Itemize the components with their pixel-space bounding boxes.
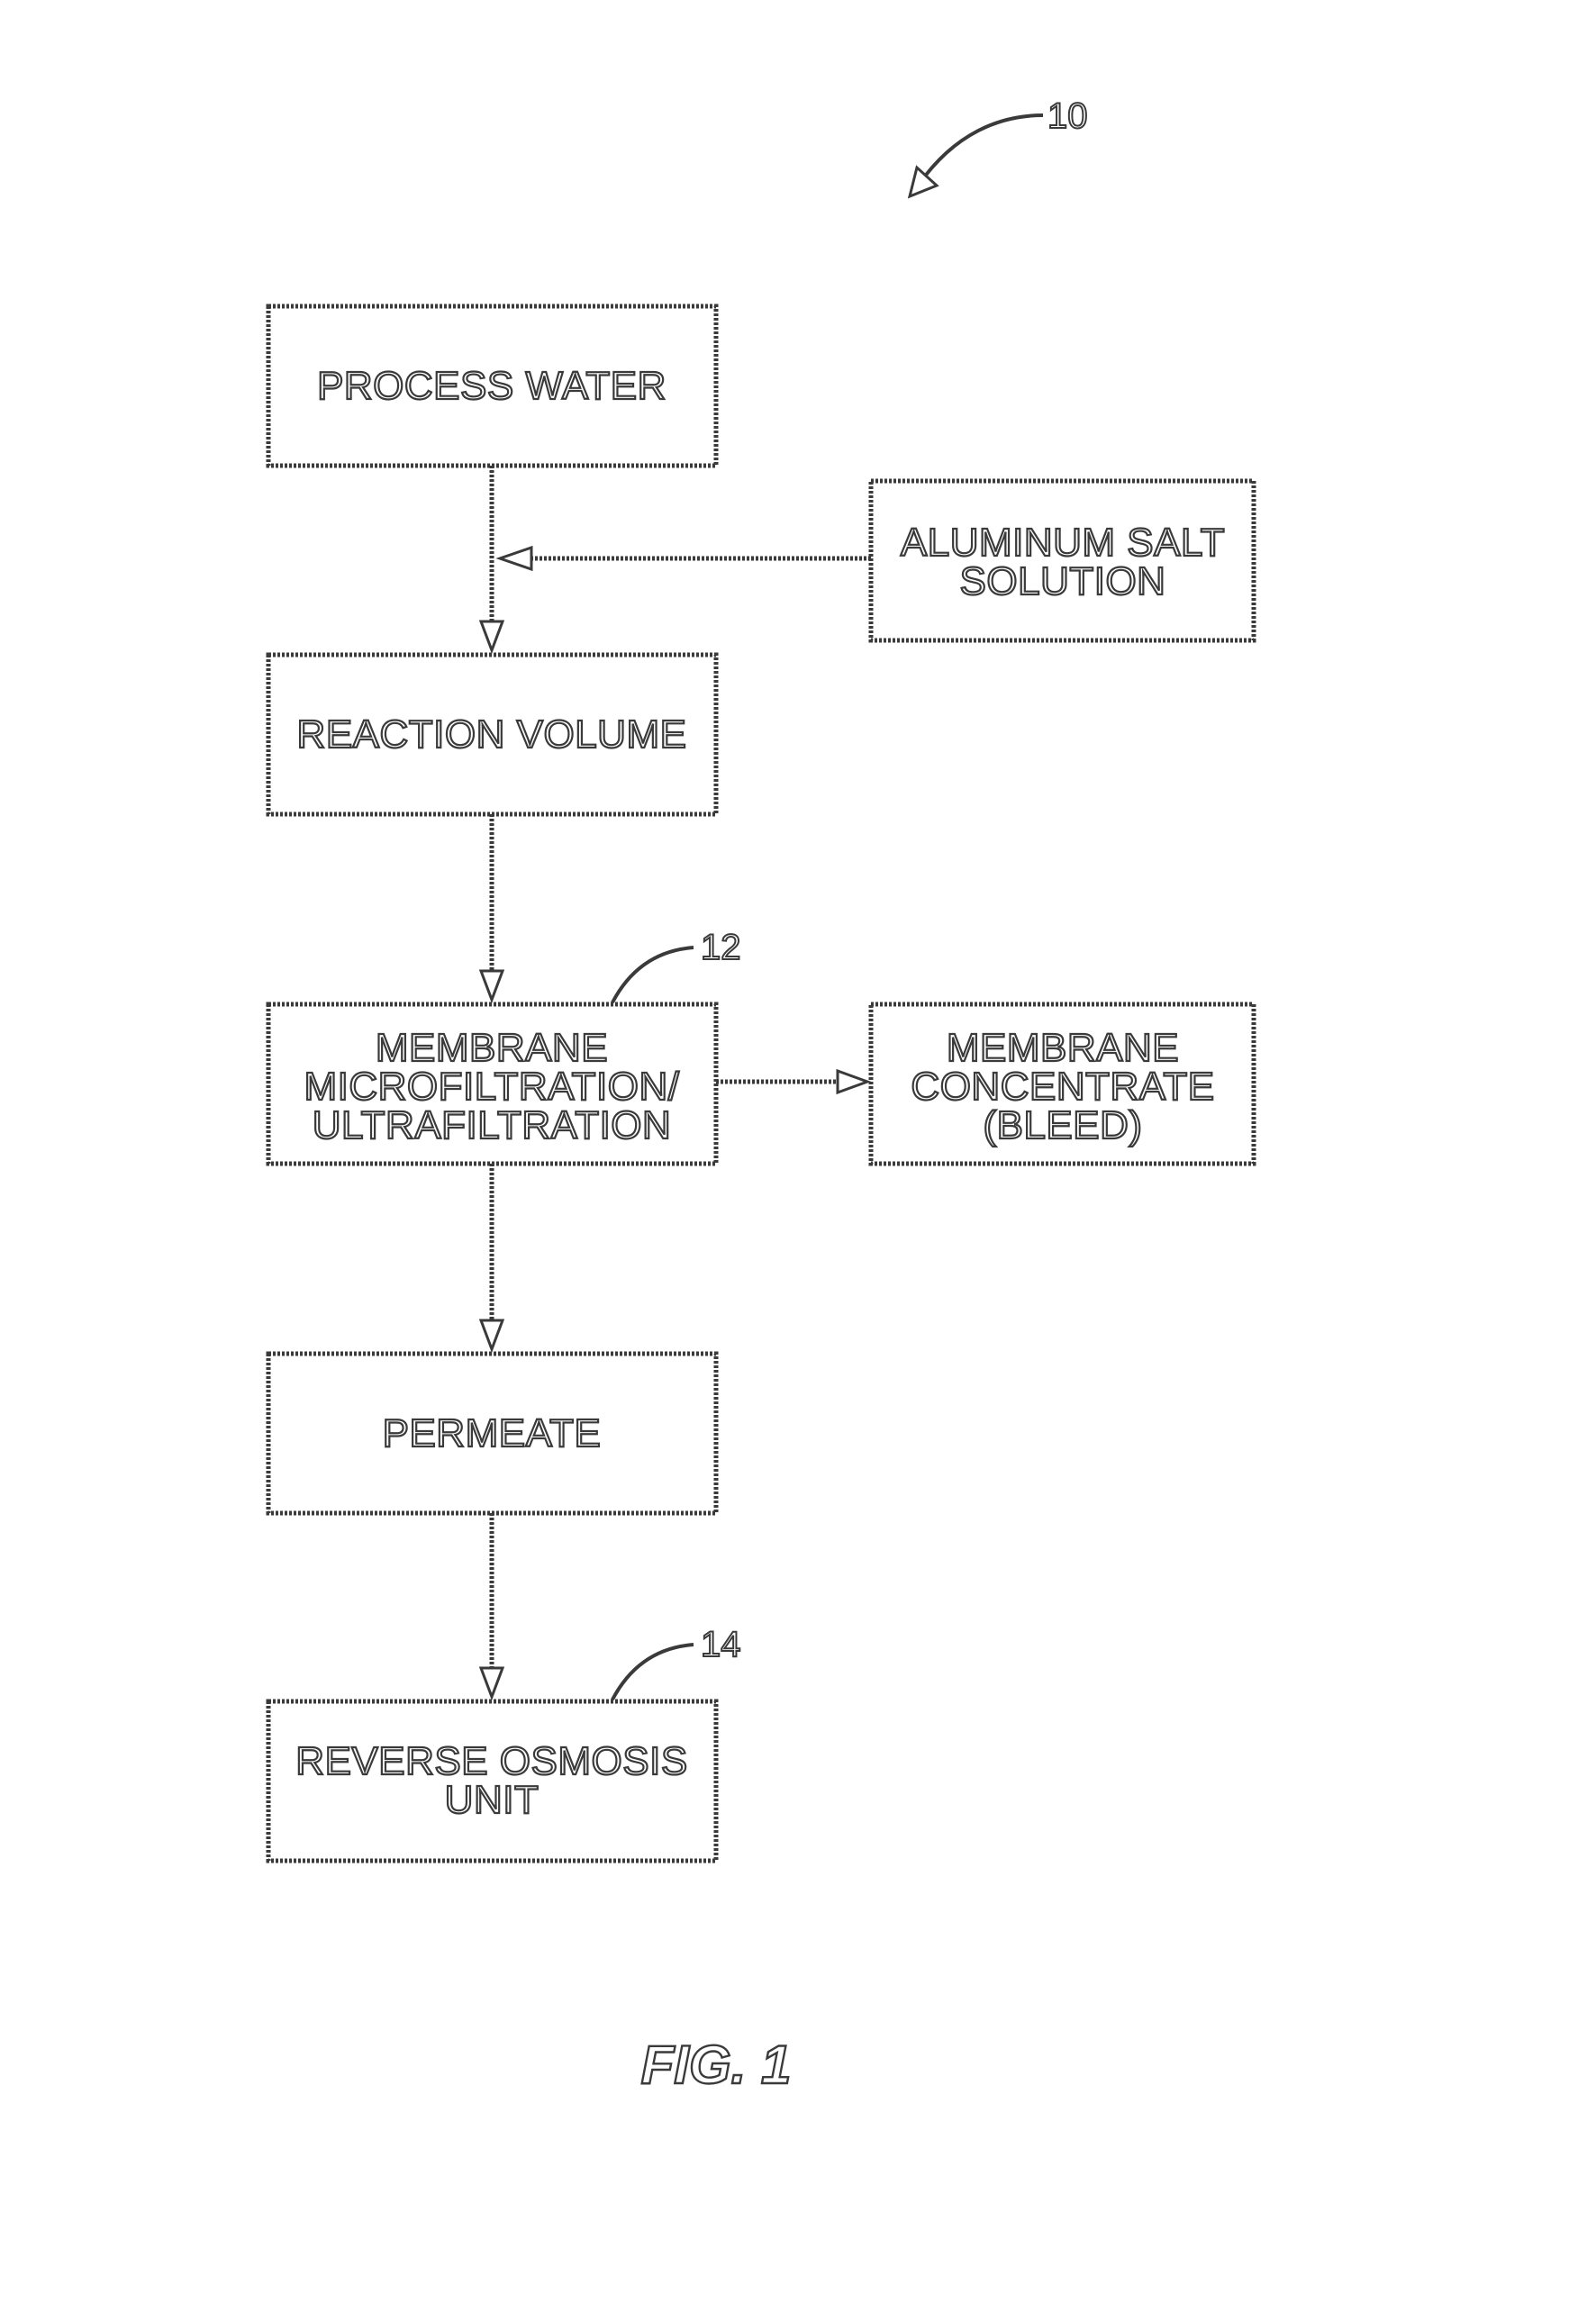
- reaction-volume-label: REACTION VOLUME: [297, 712, 687, 757]
- ref-10-arrowhead: [910, 168, 937, 196]
- ref-10-group: 10: [910, 96, 1088, 196]
- arrow-aluminum-to-feed: [500, 548, 871, 569]
- arrow-reaction-to-membrane: [481, 814, 503, 1000]
- ref-10-leader: [919, 115, 1043, 185]
- aluminum-salt-label-line-2: SOLUTION: [960, 559, 1166, 603]
- ref-12-group: 12: [612, 928, 741, 1002]
- arrow-membrane-to-concentrate: [716, 1071, 867, 1093]
- ref-12-leader: [612, 947, 694, 1002]
- ref-10-label: 10: [1047, 96, 1088, 136]
- aluminum-salt-box: ALUMINUM SALT SOLUTION: [871, 481, 1254, 640]
- ref-14-label: 14: [701, 1625, 741, 1664]
- permeate-box: PERMEATE: [268, 1354, 716, 1513]
- process-water-box: PROCESS WATER: [268, 306, 716, 466]
- aluminum-salt-label-line-1: ALUMINUM SALT: [901, 521, 1225, 565]
- membrane-label-line-3: ULTRAFILTRATION: [313, 1103, 672, 1147]
- figure-label: FIG. 1: [641, 2035, 792, 2095]
- membrane-concentrate-label-line-3: (BLEED): [983, 1103, 1142, 1147]
- membrane-label-line-1: MEMBRANE: [376, 1026, 608, 1070]
- reverse-osmosis-label-line-2: UNIT: [445, 1778, 540, 1822]
- arrow-membrane-to-permeate: [481, 1164, 503, 1349]
- membrane-concentrate-label-line-1: MEMBRANE: [947, 1026, 1179, 1070]
- ref-14-leader: [612, 1645, 694, 1700]
- membrane-box: MEMBRANE MICROFILTRATION/ ULTRAFILTRATIO…: [268, 1004, 716, 1164]
- ref-12-label: 12: [701, 928, 741, 967]
- arrow-permeate-to-ro: [481, 1513, 503, 1697]
- membrane-concentrate-box: MEMBRANE CONCENTRATE (BLEED): [871, 1004, 1254, 1164]
- membrane-concentrate-label-line-2: CONCENTRATE: [911, 1065, 1214, 1109]
- ref-14-group: 14: [612, 1625, 741, 1700]
- reverse-osmosis-box: REVERSE OSMOSIS UNIT: [268, 1701, 716, 1861]
- reaction-volume-box: REACTION VOLUME: [268, 655, 716, 814]
- process-water-label: PROCESS WATER: [317, 364, 667, 408]
- reverse-osmosis-label-line-1: REVERSE OSMOSIS: [295, 1739, 687, 1783]
- permeate-label: PERMEATE: [383, 1411, 602, 1455]
- membrane-label-line-2: MICROFILTRATION/: [304, 1065, 679, 1109]
